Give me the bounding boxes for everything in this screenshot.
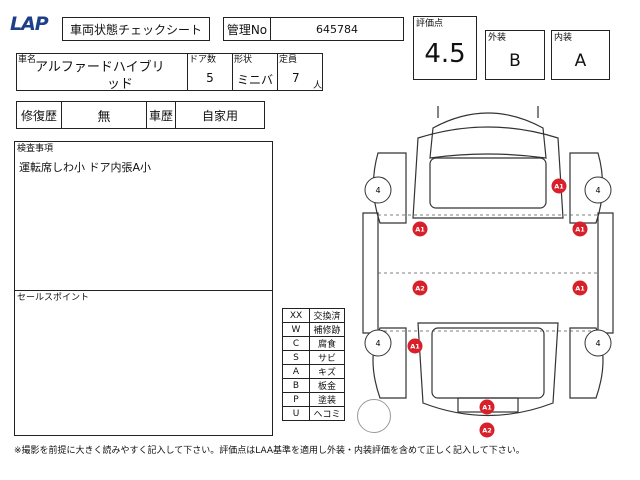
vehicle-name-box: 車名 アルファードハイブリ ッド [16, 53, 188, 92]
sales-box: セールスポイント [14, 290, 273, 436]
legend-meaning: 補修跡 [309, 322, 345, 337]
legend-code: A [282, 364, 310, 379]
inspection-text: 運転席しわ小 ドア内張A小 [19, 161, 152, 174]
svg-text:A1: A1 [575, 285, 585, 293]
legend-code: W [282, 322, 310, 337]
damage-marker: A1 [572, 280, 588, 296]
svg-text:4: 4 [595, 186, 600, 195]
repair-label: 修復歴 [16, 101, 62, 129]
score-value: 4.5 [424, 39, 466, 69]
legend-code: XX [282, 308, 310, 323]
inspection-box: 検査事項 運転席しわ小 ドア内張A小 [14, 141, 273, 291]
shape-box: 形状 ミニバ [232, 53, 278, 91]
damage-marker: A1 [479, 399, 495, 415]
score-label: 評価点 [416, 19, 444, 29]
sales-label: セールスポイント [17, 293, 90, 303]
vehicle-name-line2: ッド [107, 77, 134, 92]
svg-text:A2: A2 [415, 285, 425, 293]
tire-indicator: 4 [364, 176, 392, 204]
logo: LAP [10, 13, 49, 35]
capacity-box: 定員 7 人 [277, 53, 323, 91]
svg-text:A1: A1 [410, 343, 420, 351]
tire-indicator: 4 [364, 329, 392, 357]
capacity-unit: 人 [313, 81, 323, 91]
capacity-value: 7 [292, 71, 300, 85]
mgmt-label: 管理No [223, 17, 271, 41]
interior-box: 内装 A [551, 30, 610, 80]
stamp-circle [357, 399, 391, 433]
legend-meaning: 板金 [309, 378, 345, 393]
footer-note: ※撮影を前提に大きく読みやすく記入して下さい。評価点はLAA基準を適用し外装・内… [14, 446, 525, 456]
interior-label: 内装 [554, 33, 573, 43]
legend-meaning: キズ [309, 364, 345, 379]
svg-text:A1: A1 [575, 226, 585, 234]
doors-label: ドア数 [189, 55, 217, 65]
shape-value: ミニバ [236, 73, 273, 87]
tire-indicator: 4 [584, 329, 612, 357]
damage-marker: A1 [551, 178, 567, 194]
vehicle-name-line1: アルファードハイブリ [35, 60, 165, 75]
legend-code: S [282, 350, 310, 365]
svg-text:A1: A1 [415, 226, 425, 234]
vehicle-name-label: 車名 [18, 55, 37, 65]
interior-value: A [574, 51, 587, 71]
inspection-label: 検査事項 [17, 144, 54, 154]
damage-marker: A2 [412, 280, 428, 296]
exterior-box: 外装 B [485, 30, 545, 80]
damage-marker: A1 [572, 221, 588, 237]
tire-indicator: 4 [584, 176, 612, 204]
legend-meaning: 塗装 [309, 392, 345, 407]
legend-meaning: 交換済 [309, 308, 345, 323]
svg-text:4: 4 [375, 339, 380, 348]
svg-text:4: 4 [595, 339, 600, 348]
svg-text:A2: A2 [482, 427, 492, 435]
capacity-label: 定員 [279, 55, 298, 65]
svg-text:A1: A1 [554, 183, 564, 191]
mgmt-value: 645784 [270, 17, 404, 41]
svg-text:A1: A1 [482, 404, 492, 412]
legend-code: U [282, 406, 310, 421]
repair-value: 無 [61, 101, 147, 129]
usage-value: 自家用 [175, 101, 265, 129]
exterior-label: 外装 [488, 33, 507, 43]
doors-box: ドア数 5 [187, 53, 233, 91]
legend-meaning: ヘコミ [309, 406, 345, 421]
legend-code: P [282, 392, 310, 407]
score-box: 評価点 4.5 [413, 16, 477, 80]
exterior-value: B [509, 51, 521, 71]
shape-label: 形状 [234, 55, 253, 65]
legend-meaning: 腐食 [309, 336, 345, 351]
usage-label: 車歴 [146, 101, 176, 129]
damage-marker: A1 [407, 338, 423, 354]
legend-code: C [282, 336, 310, 351]
damage-marker: A1 [412, 221, 428, 237]
legend-meaning: サビ [309, 350, 345, 365]
svg-text:4: 4 [375, 186, 380, 195]
legend-code: B [282, 378, 310, 393]
sheet-title: 車両状態チェックシート [62, 17, 210, 41]
damage-marker: A2 [479, 422, 495, 438]
doors-value: 5 [206, 71, 214, 85]
